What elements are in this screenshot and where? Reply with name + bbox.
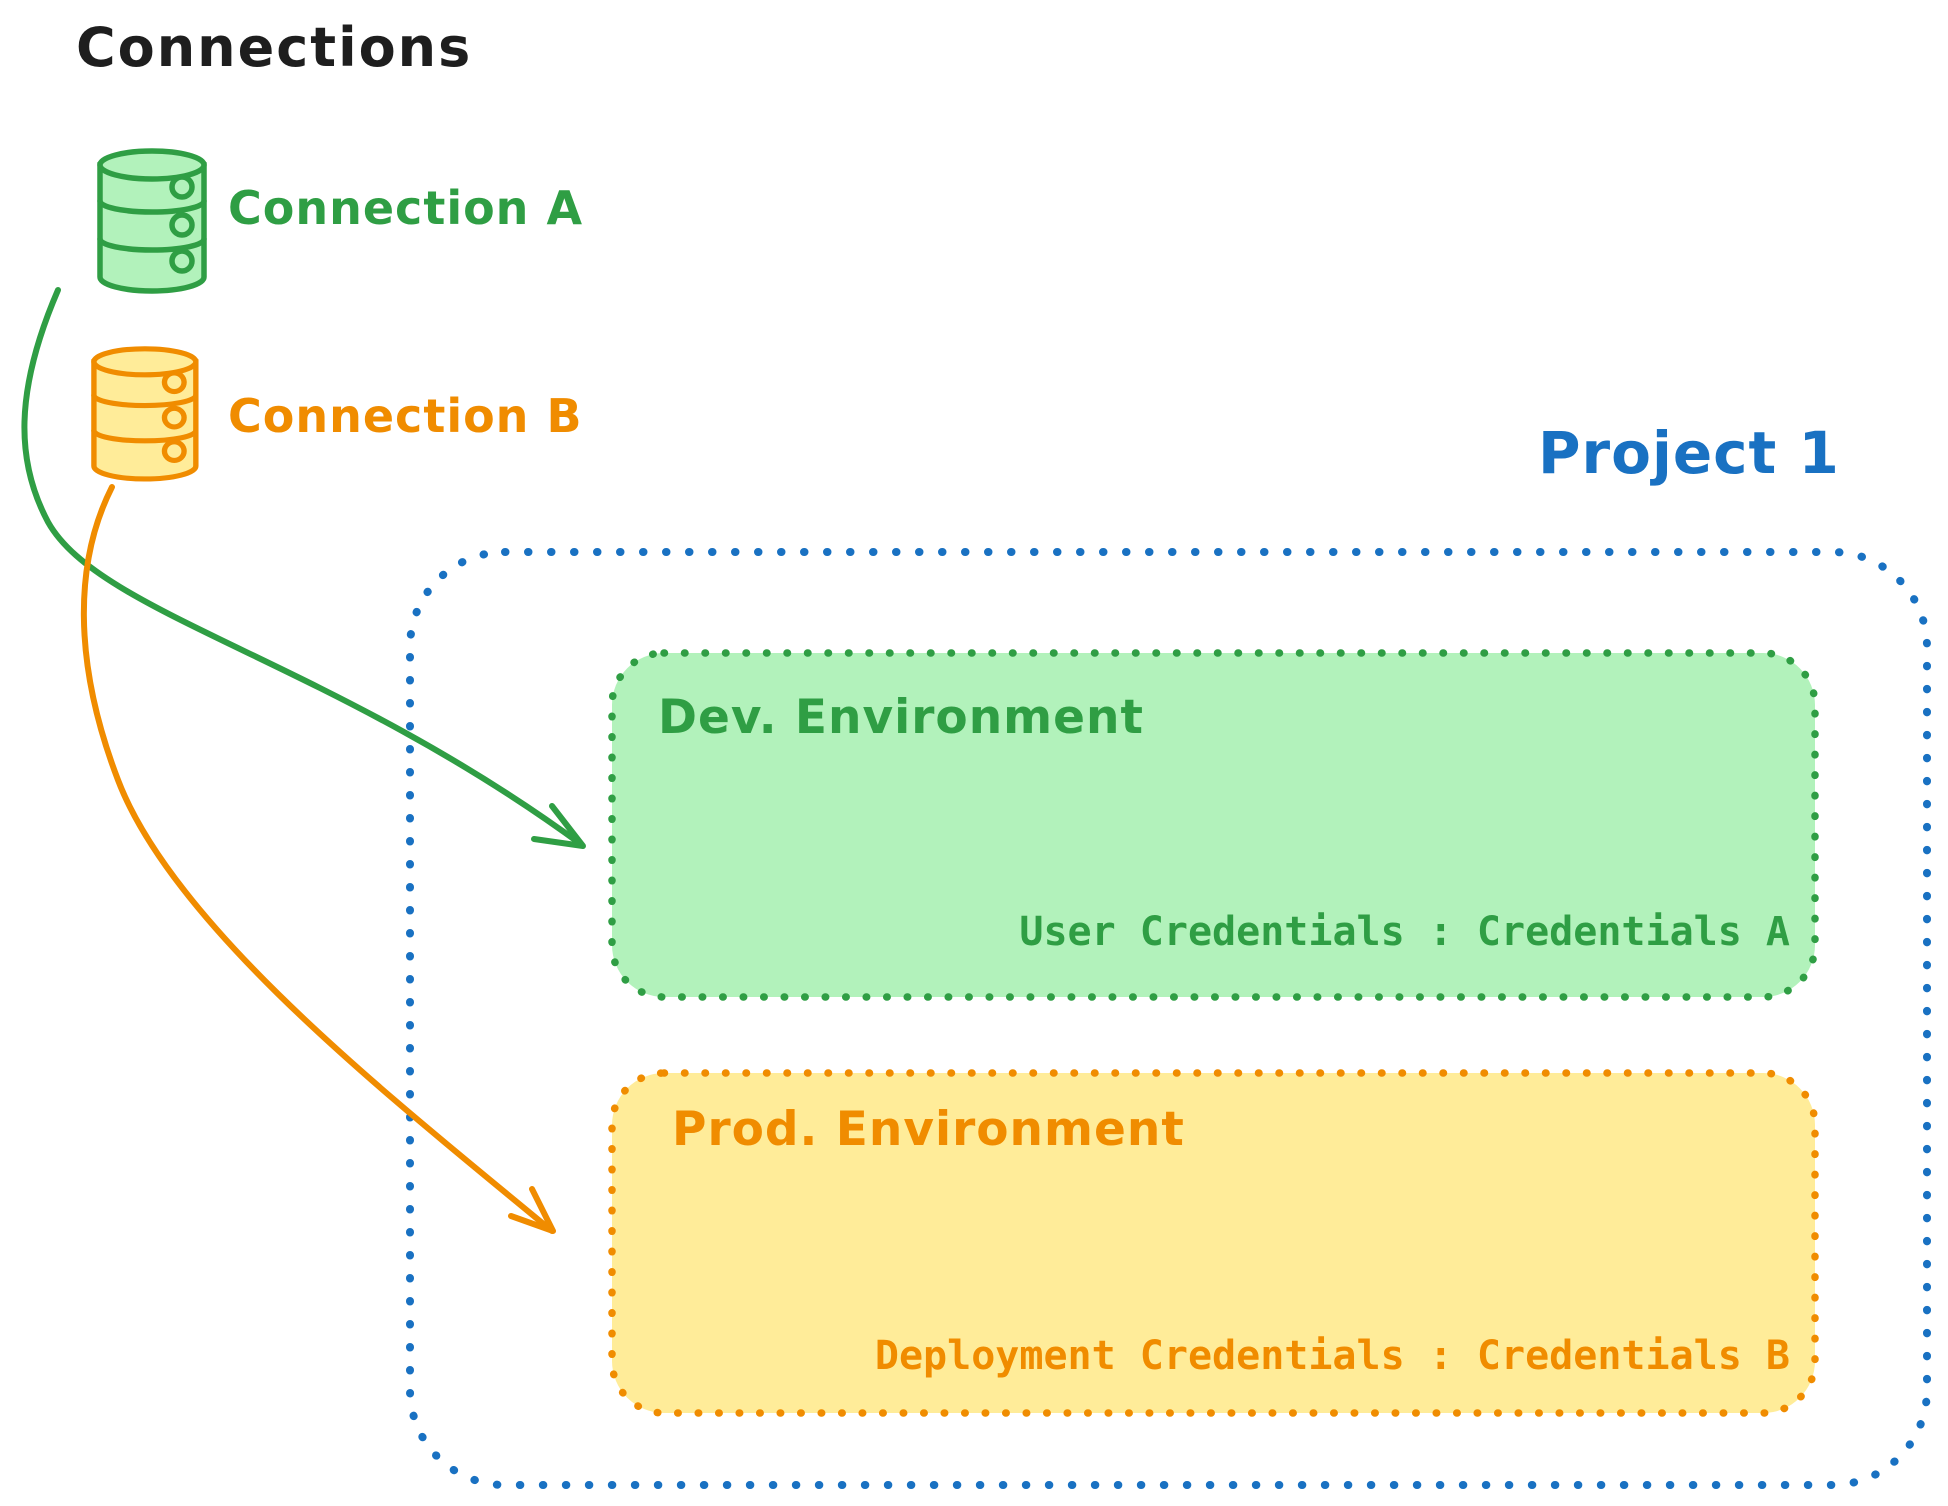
prod-environment-title: Prod. Environment — [672, 1102, 1185, 1157]
prod-environment-box — [608, 1069, 1819, 1417]
arrow-connection-a-to-dev — [21, 287, 586, 849]
connection-b-label: Connection B — [228, 389, 583, 443]
project-1-box — [406, 548, 1931, 1489]
connection-a-label: Connection A — [228, 181, 584, 235]
prod-environment-credentials: Deployment Credentials : Credentials B — [874, 1333, 1790, 1379]
arrow-connection-b-to-prod — [80, 484, 556, 1234]
dev-environment-credentials: User Credentials : Credentials A — [1019, 909, 1790, 955]
database-icon — [100, 151, 204, 291]
database-icon — [93, 348, 196, 479]
dev-environment-box — [608, 649, 1819, 1001]
diagram-title: Connections — [76, 16, 473, 79]
project-1-title: Project 1 — [1538, 419, 1840, 487]
dev-environment-title: Dev. Environment — [658, 690, 1144, 745]
